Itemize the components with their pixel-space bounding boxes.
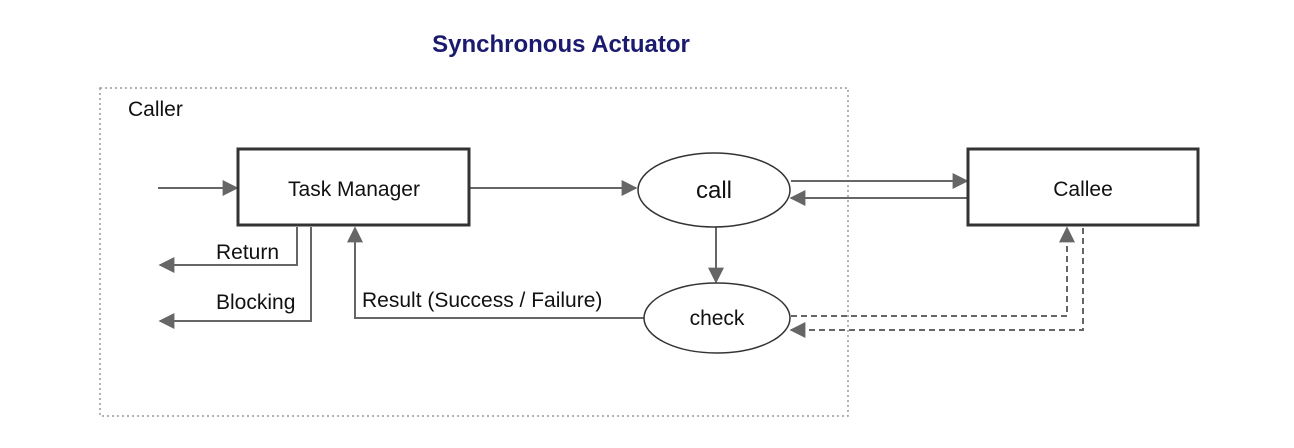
check-node: check [643,282,791,354]
edge-blocking [158,227,312,329]
edge-result [347,226,645,319]
callee-label: Callee [1053,178,1113,201]
edge-callee-to-check-dashed [789,228,1084,338]
task-manager-label: Task Manager [288,178,420,201]
edge-check-to-callee-dashed [791,226,1075,317]
call-node: call [637,152,791,228]
call-label: call [696,177,732,204]
result-label: Result (Success / Failure) [362,289,602,312]
task-manager-node: Task Manager [236,147,471,227]
diagram-title: Synchronous Actuator [432,31,690,58]
edge-return [158,227,298,273]
caller-container [99,87,849,417]
return-label: Return [216,241,279,264]
callee-node: Callee [966,147,1200,227]
blocking-label: Blocking [216,291,295,314]
check-label: check [690,307,745,330]
caller-label: Caller [128,98,183,121]
